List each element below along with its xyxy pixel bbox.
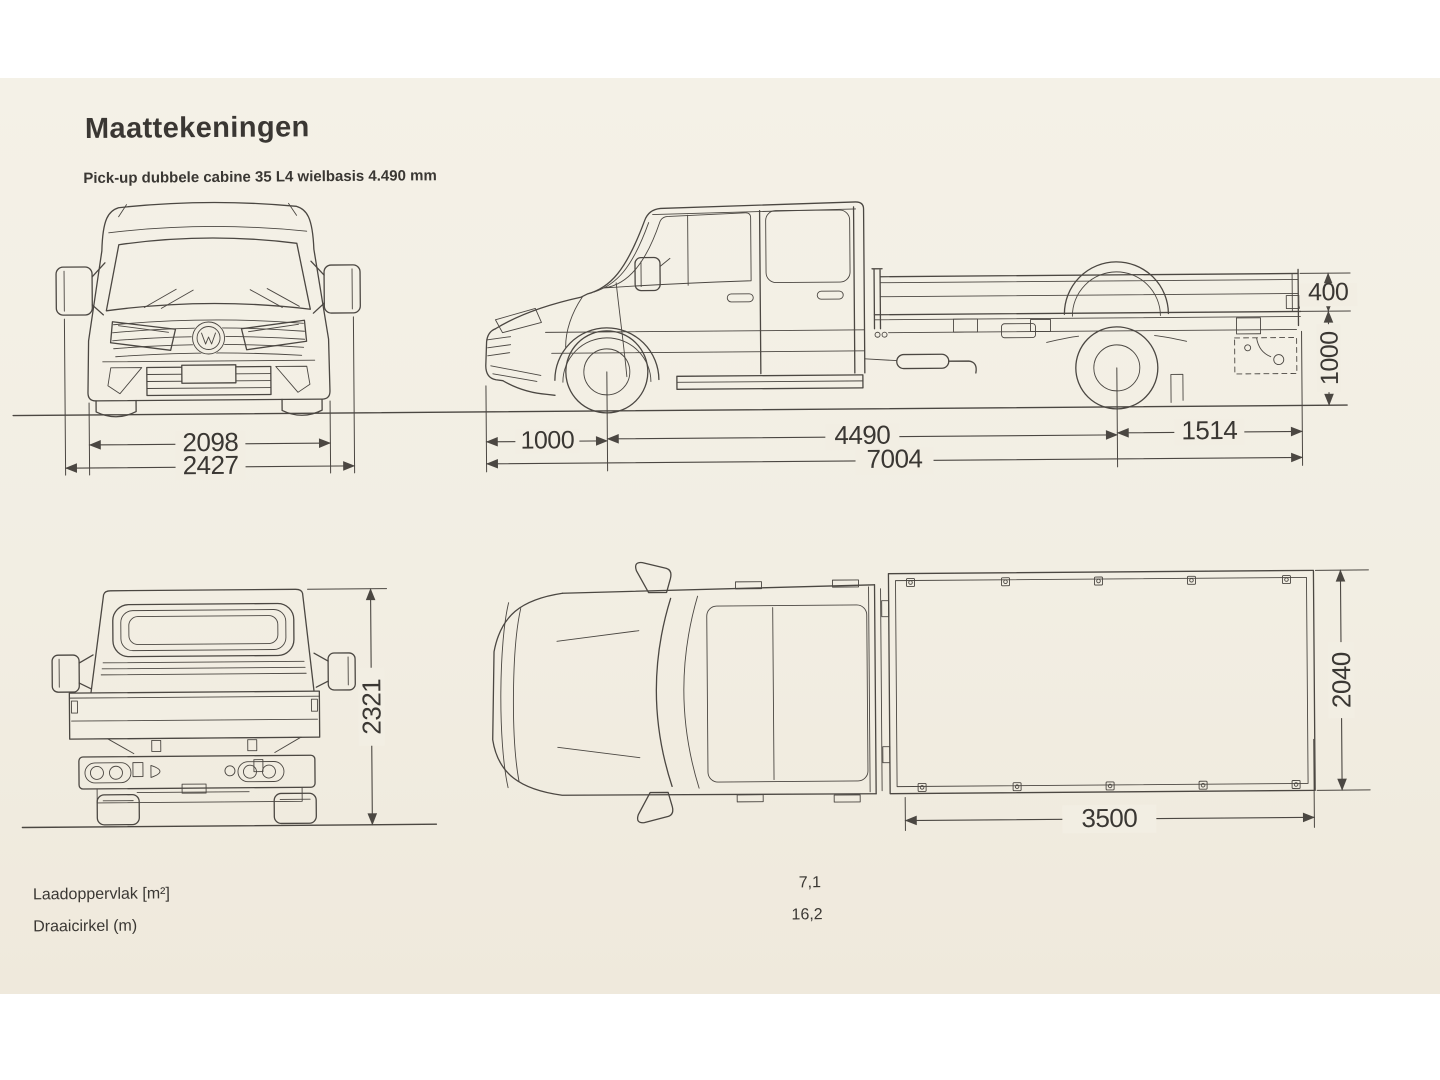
dim-label-dropside-height: 400 xyxy=(1308,278,1348,306)
dimension-wheelbase: 4490 xyxy=(606,420,1118,451)
top-view-drawing xyxy=(492,561,1316,824)
dimension-front-overall-width: 2427 xyxy=(64,450,356,481)
dimension-overall-length: 7004 xyxy=(485,443,1304,475)
spec-value-load-area: 7,1 xyxy=(799,874,821,891)
side-chassis xyxy=(864,318,1297,403)
side-windows xyxy=(603,206,856,378)
rear-mirror-right xyxy=(313,652,356,691)
dim-label-load-floor-height: 1000 xyxy=(1316,331,1344,385)
tow-hitch xyxy=(1234,317,1298,375)
side-cab-body xyxy=(485,201,866,396)
dim-label-bed-length: 3500 xyxy=(1081,803,1137,833)
rear-underframe xyxy=(91,736,303,755)
dim-label-wheelbase: 4490 xyxy=(834,420,890,450)
page-title: Maattekeningen xyxy=(85,111,310,145)
rear-cab xyxy=(88,588,317,706)
front-bumper xyxy=(102,359,316,397)
side-load-bed xyxy=(871,268,1302,338)
dimension-dropside-height: 400 xyxy=(1299,272,1358,312)
spec-label-load-area: Laadoppervlak [m²] xyxy=(33,885,170,903)
top-mirror-left xyxy=(634,561,672,594)
front-mirror-right xyxy=(310,260,361,314)
page-subtitle: Pick-up dubbele cabine 35 L4 wielbasis 4… xyxy=(83,167,437,187)
dim-label-overall-height: 2321 xyxy=(356,679,386,735)
spec-label-turning-circle: Draaicirkel (m) xyxy=(33,918,137,936)
front-windshield xyxy=(105,237,311,312)
dim-label-rear-overhang: 1514 xyxy=(1181,415,1237,445)
rear-view-drawing xyxy=(51,588,356,826)
dimension-rear-overhang: 1514 xyxy=(1116,415,1303,446)
front-view-drawing xyxy=(55,201,361,418)
dim-label-bed-width: 2040 xyxy=(1326,652,1356,708)
spec-row-load-area: Laadoppervlak [m²] 7,1 xyxy=(33,874,821,903)
front-body xyxy=(87,201,331,402)
top-mirror-right xyxy=(636,791,674,824)
bed-bolts-bottom xyxy=(917,780,1301,792)
paper-background xyxy=(0,78,1440,994)
rear-mirror-left xyxy=(51,654,94,693)
top-cab xyxy=(492,579,883,803)
vw-logo-icon xyxy=(191,321,226,356)
dimension-load-floor-height: 1000 xyxy=(1316,310,1344,406)
front-wheels xyxy=(95,398,323,418)
spec-value-turning-circle: 16,2 xyxy=(791,906,822,923)
front-mirror-left xyxy=(55,262,106,316)
dim-label-cab-width: 2098 xyxy=(182,427,238,457)
ground-line-upper xyxy=(12,404,1348,417)
dimension-front-cab-width: 2098 xyxy=(88,427,331,458)
dim-label-overall-width: 2427 xyxy=(183,450,239,480)
front-headlights xyxy=(109,319,308,351)
rear-bed-tailgate xyxy=(68,690,321,740)
dimension-front-overhang: 1000 xyxy=(485,426,608,455)
spec-row-turning-circle: Draaicirkel (m) 16,2 xyxy=(33,906,823,935)
rear-bumper xyxy=(78,754,316,804)
dimension-bed-width: 2040 xyxy=(1326,569,1356,791)
dimension-bed-length: 3500 xyxy=(904,803,1315,834)
dim-label-front-overhang: 1000 xyxy=(520,426,574,454)
rear-wheels xyxy=(96,792,317,826)
top-load-bed xyxy=(881,569,1316,795)
dim-label-overall-length: 7004 xyxy=(866,443,922,473)
dimension-overall-height: 2321 xyxy=(356,588,387,826)
bed-bolts-top xyxy=(906,575,1291,587)
side-mirror xyxy=(634,256,671,292)
